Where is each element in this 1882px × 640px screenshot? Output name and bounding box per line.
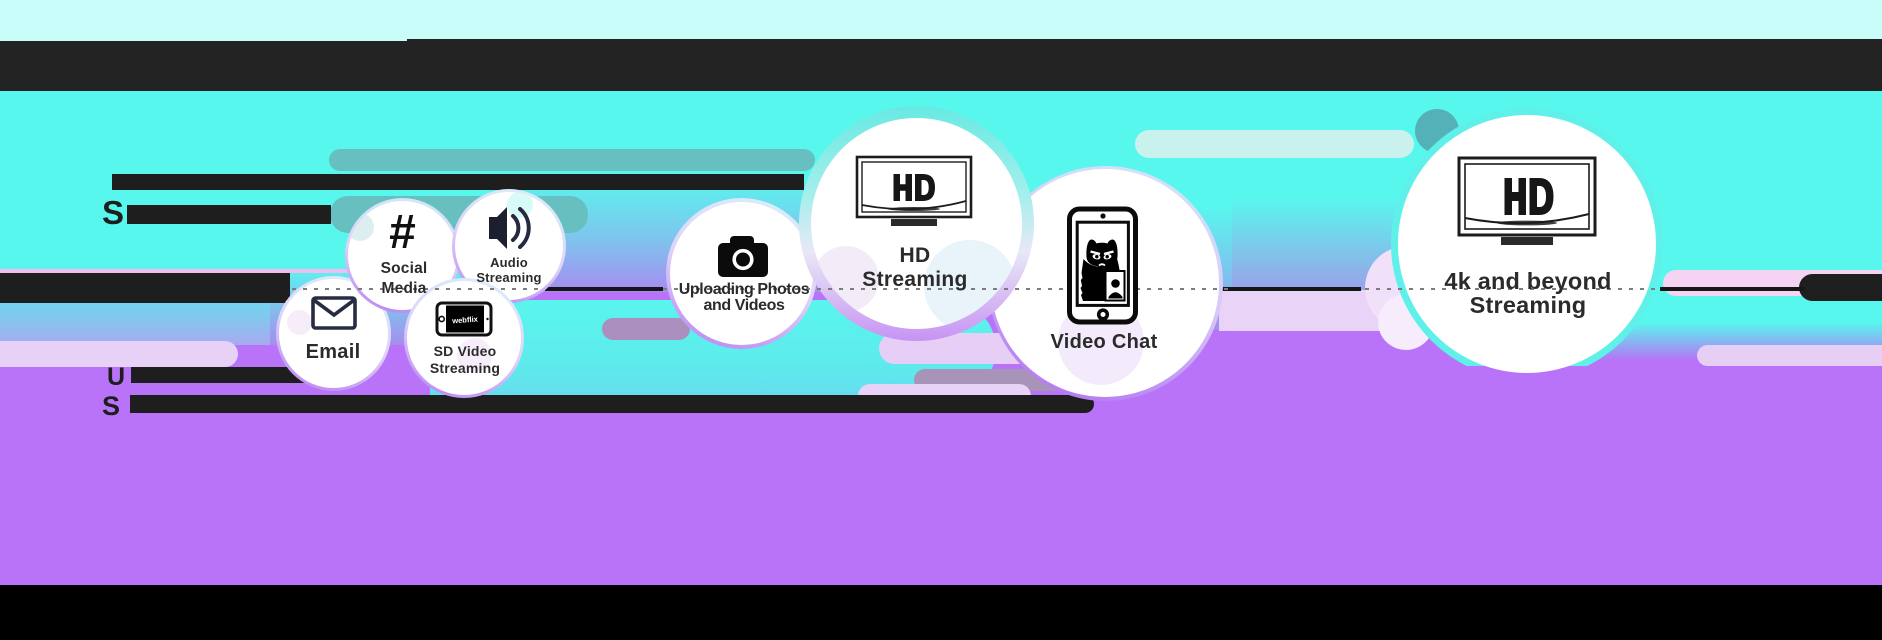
svg-text:webflix: webflix <box>451 315 479 326</box>
